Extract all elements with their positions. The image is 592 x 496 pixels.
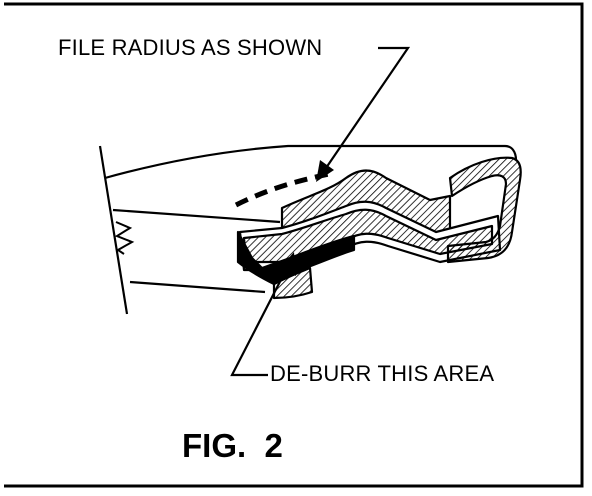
- frame-border: [4, 2, 584, 488]
- file-radius-leader: [316, 46, 411, 182]
- deburr-label: DE-BURR THIS AREA: [270, 361, 495, 386]
- deburr-leader: [230, 252, 296, 377]
- file-radius-label: FILE RADIUS AS SHOWN: [58, 35, 323, 60]
- panel-body: [98, 144, 518, 315]
- figure-caption: FIG. 2: [182, 427, 283, 464]
- break-mark: [114, 221, 135, 255]
- crimped-edge: [236, 156, 522, 300]
